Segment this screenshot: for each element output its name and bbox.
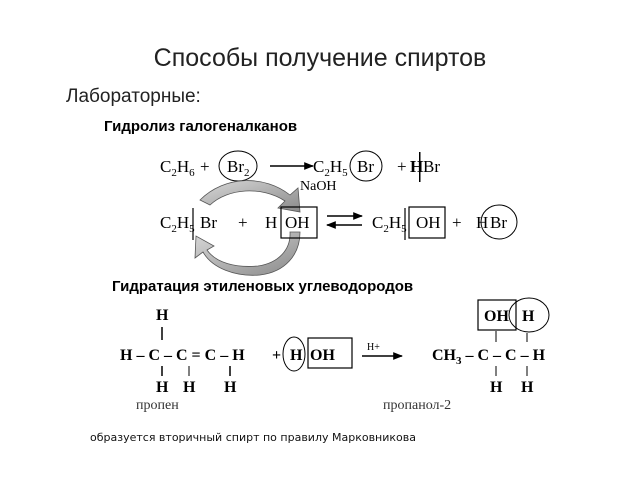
curved-arrow-bottom bbox=[194, 231, 301, 276]
hbr-h: H bbox=[410, 157, 423, 176]
plus-sign: + bbox=[200, 157, 210, 176]
ethanol-product: C2H5 bbox=[372, 213, 407, 235]
bromoethane-reactant: C2H5 bbox=[160, 213, 195, 235]
bottom-h-1: H bbox=[156, 379, 169, 396]
propanol-ch3: CH3 – C – C – H bbox=[432, 347, 546, 367]
product-h-circle bbox=[508, 297, 550, 333]
br-circle bbox=[349, 150, 383, 182]
reaction-1-halogenation: C2H6 + Br2 C2H5 Br + H Br NaOH bbox=[160, 150, 440, 194]
bromoethane-product: C2H5 bbox=[313, 157, 348, 179]
curved-arrow-top bbox=[199, 180, 301, 213]
water-h-3: H bbox=[290, 347, 303, 364]
water-h: H bbox=[265, 213, 277, 232]
product-bottom-h-1: H bbox=[490, 379, 503, 396]
product-oh-box bbox=[477, 299, 517, 331]
section-heading-hydrolysis: Гидролиз галогеналканов bbox=[104, 118, 298, 135]
plus-sign-3: + bbox=[238, 213, 248, 232]
br-reactant: Br bbox=[200, 213, 217, 232]
plus-sign-5: + bbox=[272, 347, 281, 364]
cycle-arrows bbox=[194, 180, 301, 276]
water-oh: OH bbox=[285, 213, 310, 232]
br-atom: Br bbox=[357, 157, 374, 176]
hbr-br-2: Br bbox=[490, 213, 507, 232]
plus-sign-2: + bbox=[397, 157, 407, 176]
hbr-br: Br bbox=[423, 157, 440, 176]
water-oh-3: OH bbox=[310, 347, 335, 364]
hbr-divider bbox=[419, 152, 421, 182]
bottom-h-2: H bbox=[183, 379, 196, 396]
h-circle bbox=[282, 336, 306, 372]
slide-subtitle: Лабораторные: bbox=[66, 86, 201, 107]
ethane-formula: C2H6 bbox=[160, 157, 195, 179]
slide-title: Способы получение спиртов bbox=[153, 44, 487, 72]
product-oh: OH bbox=[484, 308, 509, 325]
reaction-2-hydrolysis: C2H5 Br + H OH C2H5 OH + H Br bbox=[160, 204, 518, 240]
bromine-formula: Br2 bbox=[227, 157, 250, 179]
reaction-3-hydration: H H – C – C = C – H + H OH H H H H+ CH3 … bbox=[120, 297, 550, 396]
catalyst-label: H+ bbox=[367, 342, 380, 353]
oh-box-3 bbox=[307, 337, 353, 369]
bottom-h-3: H bbox=[224, 379, 237, 396]
br-circle-2 bbox=[480, 204, 518, 240]
hbr-h-2: H bbox=[476, 213, 488, 232]
propene-label: пропен bbox=[136, 398, 179, 413]
product-h: H bbox=[522, 308, 535, 325]
top-h: H bbox=[156, 307, 169, 324]
oh-product: OH bbox=[416, 213, 441, 232]
markovnikov-note: образуется вторичный спирт по правилу Ма… bbox=[90, 431, 416, 444]
section-heading-hydration: Гидратация этиленовых углеводородов bbox=[112, 278, 414, 295]
propanol-label: пропанол-2 bbox=[383, 398, 452, 413]
oh-product-box bbox=[408, 206, 446, 239]
oh-box bbox=[280, 206, 318, 239]
naoh-label: NaOH bbox=[300, 179, 337, 194]
plus-sign-4: + bbox=[452, 213, 462, 232]
product-bottom-h-2: H bbox=[521, 379, 534, 396]
propene-chain: H – C – C = C – H bbox=[120, 347, 245, 364]
